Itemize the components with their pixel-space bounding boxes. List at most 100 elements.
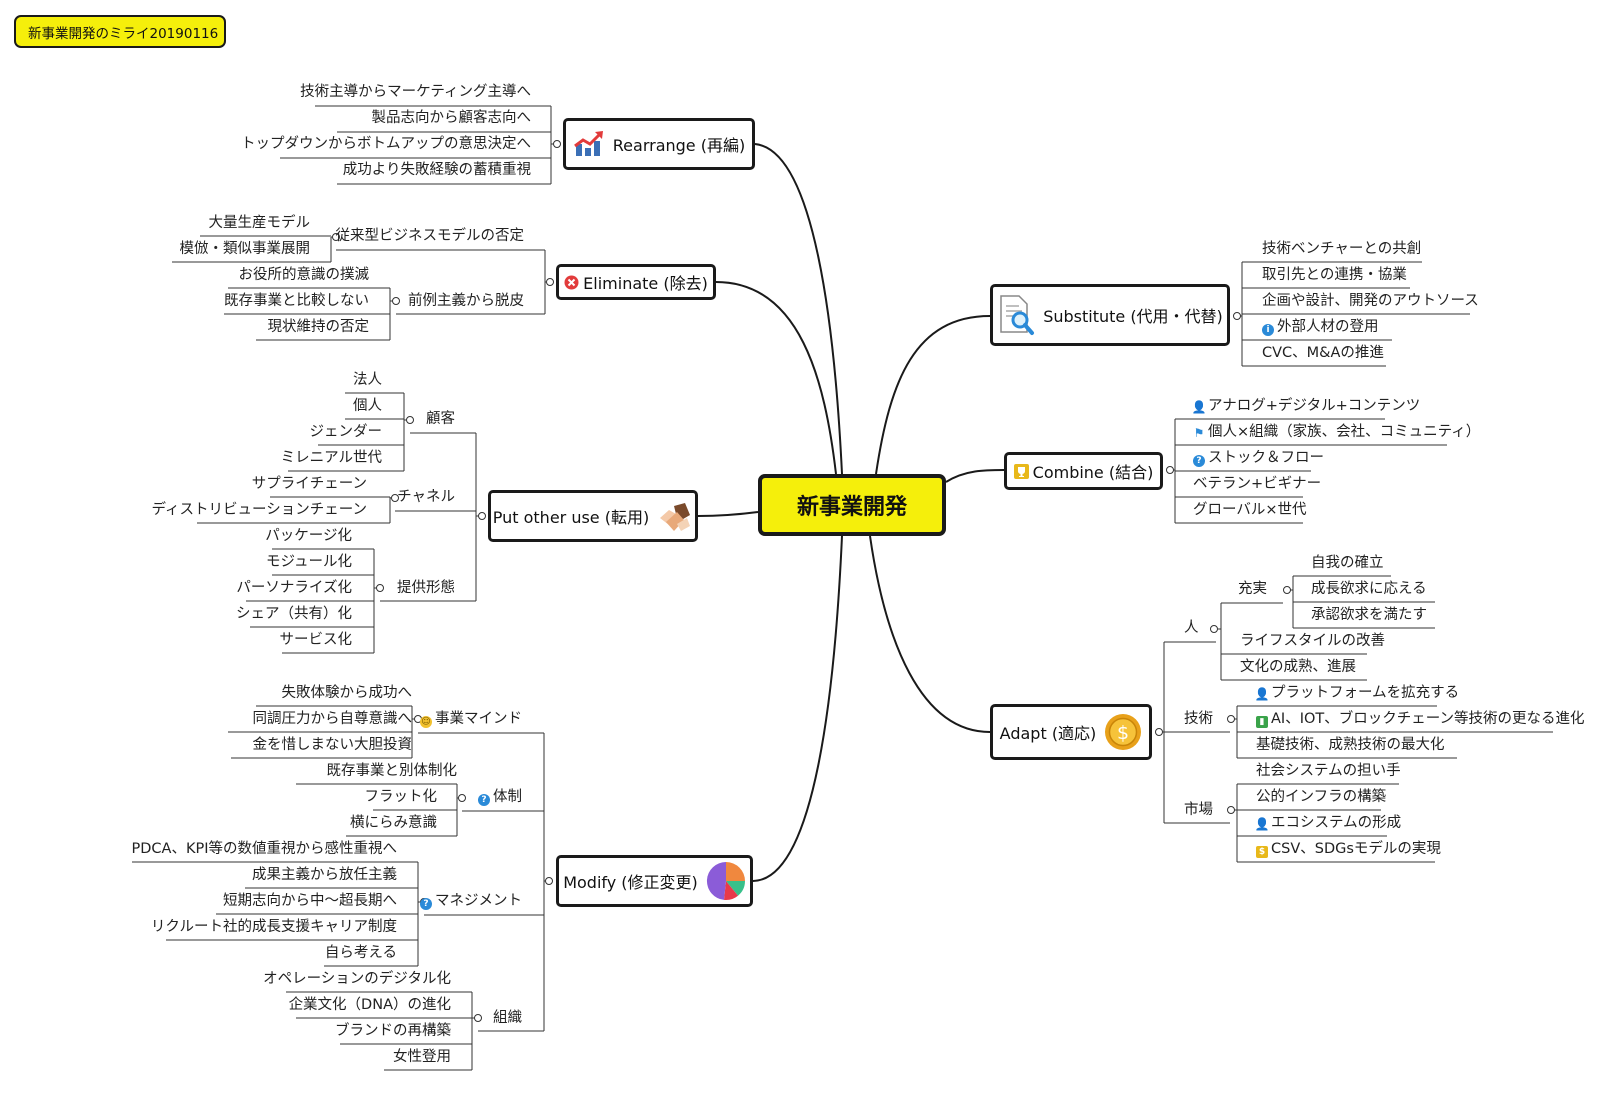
list-item[interactable]: グローバル×世代 xyxy=(1193,502,1307,518)
list-item[interactable]: 個人 xyxy=(353,398,382,414)
list-item[interactable]: 文化の成熟、進展 xyxy=(1240,659,1356,675)
list-item[interactable]: ジェンダー xyxy=(309,424,383,440)
pie-chart-icon xyxy=(706,861,746,901)
list-item[interactable]: ⚑個人×組織（家族、会社、コミュニティ） xyxy=(1193,423,1481,441)
topic-eliminate[interactable]: Eliminate (除去) xyxy=(556,264,716,300)
subtopic-label[interactable]: 提供形態 xyxy=(397,580,455,596)
central-topic[interactable]: 新事業開発 xyxy=(758,474,946,536)
subtopic-label[interactable]: チャネル xyxy=(397,489,455,505)
list-item[interactable]: 企業文化（DNA）の進化 xyxy=(288,997,451,1013)
subtopic-label[interactable]: 従来型ビジネスモデルの否定 xyxy=(335,228,525,244)
collapse-toggle xyxy=(546,278,554,286)
subtopic-label[interactable]: 人 xyxy=(1184,620,1199,636)
list-item[interactable]: 金を惜しまない大胆投資 xyxy=(252,737,413,753)
list-item[interactable]: $CSV、SDGsモデルの実現 xyxy=(1256,840,1441,858)
collapse-toggle xyxy=(478,512,486,520)
list-item[interactable]: 既存事業と比較しない xyxy=(224,293,369,309)
list-item[interactable]: 法人 xyxy=(353,372,382,388)
list-item[interactable]: サービス化 xyxy=(279,632,353,648)
list-item[interactable]: オペレーションのデジタル化 xyxy=(263,971,451,987)
topic-adapt[interactable]: Adapt (適応) $ xyxy=(990,704,1152,760)
branch-curve xyxy=(869,535,991,733)
list-item[interactable]: CVC、M&Aの推進 xyxy=(1262,345,1384,361)
trophy-icon xyxy=(1013,463,1029,479)
topic-combine-label: Combine (結合) xyxy=(1032,463,1154,482)
map-title[interactable]: 新事業開発のミライ20190116 xyxy=(14,15,226,48)
list-item[interactable]: サプライチェーン xyxy=(251,476,367,492)
list-item[interactable]: 自ら考える xyxy=(324,945,397,961)
list-item-text: エコシステムの形成 xyxy=(1271,815,1402,831)
collapse-toggle xyxy=(1166,466,1174,474)
list-item[interactable]: 成果主義から放任主義 xyxy=(252,867,397,883)
subtopic-label[interactable]: 顧客 xyxy=(426,411,455,427)
subtopic-label[interactable]: ☺事業マインド xyxy=(420,710,522,728)
list-item[interactable]: パッケージ化 xyxy=(265,528,352,544)
collapse-toggle xyxy=(474,1014,482,1022)
list-item[interactable]: お役所的意識の撲滅 xyxy=(238,267,370,283)
list-item[interactable]: 承認欲求を満たす xyxy=(1311,607,1427,623)
list-item[interactable]: 👤プラットフォームを拡充する xyxy=(1255,684,1460,702)
list-item[interactable]: 模倣・類似事業展開 xyxy=(179,241,311,257)
list-item[interactable]: リクルート社的成長支援キャリア制度 xyxy=(150,919,397,935)
list-item[interactable]: モジュール化 xyxy=(266,554,352,570)
collapse-toggle xyxy=(553,140,561,148)
list-item[interactable]: 技術主導からマーケティング主導へ xyxy=(300,84,531,100)
list-item[interactable]: 自我の確立 xyxy=(1311,555,1384,571)
topic-adapt-label: Adapt (適応) xyxy=(999,724,1097,743)
list-item[interactable]: 基礎技術、成熟技術の最大化 xyxy=(1256,737,1445,753)
subtopic-label[interactable]: 充実 xyxy=(1238,581,1267,597)
list-item[interactable]: 👤エコシステムの形成 xyxy=(1255,814,1402,832)
list-item[interactable]: 失敗体験から成功へ xyxy=(281,685,413,701)
list-item[interactable]: 同調圧力から自尊意識へ xyxy=(252,711,413,727)
list-item[interactable]: ▮AI、IOT、ブロックチェーン等技術の更なる進化 xyxy=(1256,710,1585,728)
subtopic-label[interactable]: ?体制 xyxy=(478,788,522,806)
list-item[interactable]: 横にらみ意識 xyxy=(350,815,437,831)
list-item-text: プラットフォームを拡充する xyxy=(1271,685,1460,701)
tree-connector xyxy=(330,236,332,262)
list-item[interactable]: パーソナライズ化 xyxy=(236,580,352,596)
list-item[interactable]: 短期志向から中〜超長期へ xyxy=(223,893,397,909)
topic-put-other-use-label: Put other use (転用) xyxy=(492,508,650,527)
list-item[interactable]: フラット化 xyxy=(364,789,438,805)
list-item[interactable]: トップダウンからボトムアップの意思決定へ xyxy=(241,136,531,152)
help-icon: ? xyxy=(420,898,432,910)
list-item[interactable]: ディストリビューションチェーン xyxy=(151,502,367,518)
central-topic-label: 新事業開発 xyxy=(796,495,907,520)
list-item[interactable]: 👤アナログ+デジタル+コンテンツ xyxy=(1192,397,1421,415)
list-item[interactable]: 大量生産モデル xyxy=(208,215,311,231)
subtopic-label[interactable]: 技術 xyxy=(1184,711,1213,727)
list-item[interactable]: 現状維持の否定 xyxy=(267,319,370,335)
topic-combine[interactable]: Combine (結合) xyxy=(1004,452,1163,490)
list-item[interactable]: シェア（共有）化 xyxy=(236,606,352,622)
list-item[interactable]: 社会システムの担い手 xyxy=(1256,763,1401,779)
topic-substitute[interactable]: Substitute (代用・代替) xyxy=(990,284,1230,346)
list-item[interactable]: ベテラン+ビギナー xyxy=(1193,476,1322,492)
list-item[interactable]: 既存事業と別体制化 xyxy=(326,763,458,779)
list-item[interactable]: 技術ベンチャーとの共創 xyxy=(1262,241,1422,257)
subtopic-label[interactable]: 前例主義から脱皮 xyxy=(408,293,524,309)
list-item[interactable]: ?ストック＆フロー xyxy=(1193,449,1324,467)
list-item[interactable]: ブランドの再構築 xyxy=(335,1023,451,1039)
smiley-icon: ☺ xyxy=(420,716,432,728)
list-item-text: 外部人材の登用 xyxy=(1277,319,1379,335)
list-item[interactable]: 成功より失敗経験の蓄積重視 xyxy=(342,162,531,178)
list-item[interactable]: 取引先との連携・協業 xyxy=(1262,267,1407,283)
list-item[interactable]: 公的インフラの構築 xyxy=(1256,789,1387,805)
topic-rearrange[interactable]: Rearrange (再編) xyxy=(563,118,755,170)
topic-modify[interactable]: Modify (修正変更) xyxy=(556,855,753,907)
list-item[interactable]: ライフスタイルの改善 xyxy=(1240,633,1385,649)
topic-substitute-label: Substitute (代用・代替) xyxy=(1043,307,1223,326)
list-item[interactable]: 成長欲求に応える xyxy=(1311,581,1427,597)
flag-icon: ⚑ xyxy=(1193,426,1205,440)
topic-put-other-use[interactable]: Put other use (転用) xyxy=(488,490,698,542)
list-item[interactable]: ミレニアル世代 xyxy=(280,450,382,466)
list-item[interactable]: PDCA、KPI等の数値重視から感性重視へ xyxy=(131,841,397,857)
subtopic-label[interactable]: ?マネジメント xyxy=(420,892,522,910)
list-item[interactable]: 製品志向から顧客志向へ xyxy=(371,110,532,126)
subtopic-label[interactable]: 市場 xyxy=(1184,802,1213,818)
list-item[interactable]: 企画や設計、開発のアウトソース xyxy=(1262,293,1479,309)
collapse-toggle xyxy=(392,297,400,305)
list-item[interactable]: 女性登用 xyxy=(393,1049,451,1065)
subtopic-label[interactable]: 組織 xyxy=(493,1010,522,1026)
